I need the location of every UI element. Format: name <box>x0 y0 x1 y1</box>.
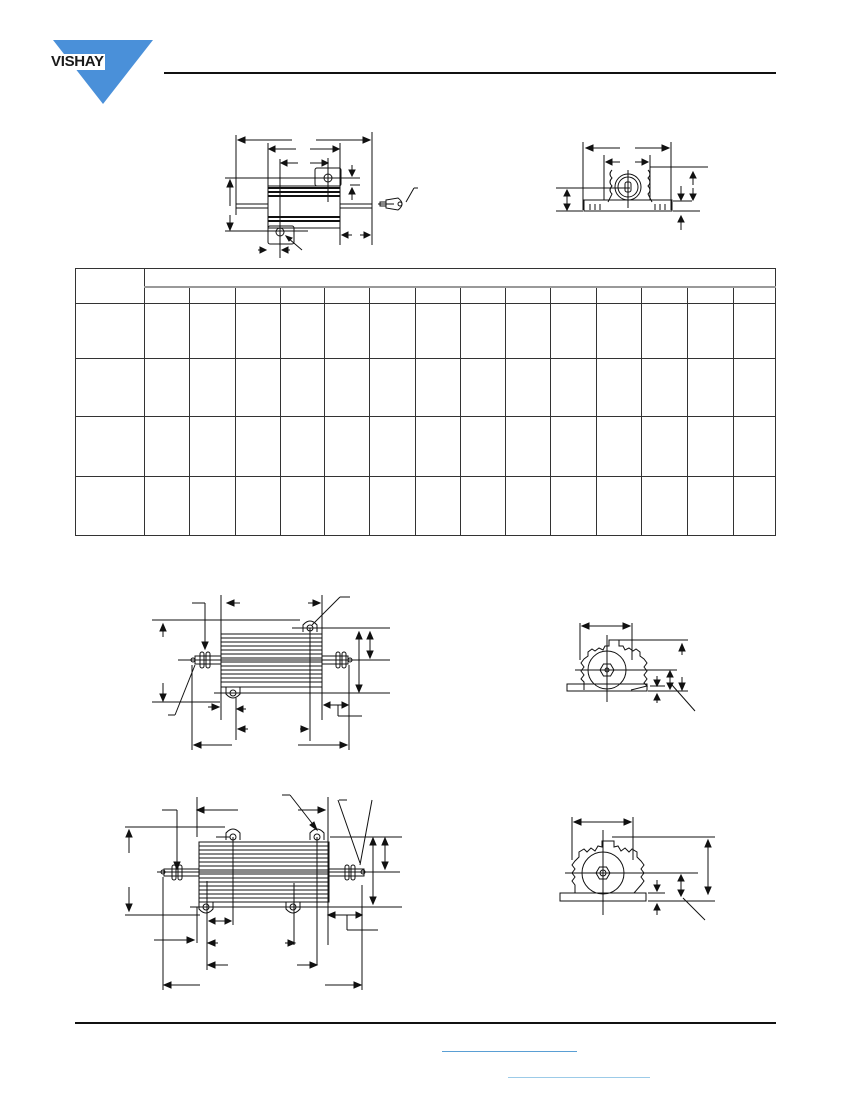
table-cell <box>415 416 461 477</box>
table-header-cell <box>550 286 597 304</box>
table-cell <box>733 303 776 359</box>
table-cell <box>596 303 642 359</box>
table-cell <box>235 416 281 477</box>
table-corner-cell <box>75 268 145 304</box>
table-group-header <box>144 268 776 288</box>
table-cell <box>189 303 236 359</box>
table-cell <box>369 476 416 536</box>
fig-bottom-end-drawing <box>559 817 715 921</box>
table-header-cell <box>324 286 370 304</box>
table-cell <box>596 476 642 536</box>
table-header-row <box>76 286 776 304</box>
table-cell <box>505 358 551 417</box>
table-cell <box>505 476 551 536</box>
table-cell <box>460 303 506 359</box>
table-cell <box>235 358 281 417</box>
table-cell <box>733 476 776 536</box>
table-cell <box>144 303 190 359</box>
table-cell <box>641 476 688 536</box>
table-cell <box>144 476 190 536</box>
table-cell <box>75 416 145 477</box>
table-cell <box>189 476 236 536</box>
table-cell <box>280 358 325 417</box>
table-cell <box>596 416 642 477</box>
table-cell <box>505 303 551 359</box>
table-header-cell <box>144 286 190 304</box>
table-cell <box>687 476 734 536</box>
table-cell <box>235 476 281 536</box>
table-cell <box>596 358 642 417</box>
table-cell <box>189 358 236 417</box>
table-header-cell <box>733 286 776 304</box>
brand-text: VISHAY <box>50 53 105 70</box>
fig-mid-side-drawing <box>152 595 390 750</box>
table-cell <box>550 476 597 536</box>
table-header-cell <box>596 286 642 304</box>
footer-link-2[interactable] <box>508 1077 650 1078</box>
table-row <box>75 416 776 477</box>
table-row <box>75 358 776 417</box>
fig-bottom-side-drawing <box>125 794 402 990</box>
table-cell <box>144 358 190 417</box>
table-cell <box>505 416 551 477</box>
table-cell <box>235 303 281 359</box>
fig-mid-end-drawing <box>566 622 696 712</box>
table-cell <box>369 358 416 417</box>
table-cell <box>550 303 597 359</box>
table-cell <box>324 358 370 417</box>
table-header-cell <box>415 286 461 304</box>
table-cell <box>550 358 597 417</box>
table-header-cell <box>505 286 551 304</box>
footer-link-1[interactable] <box>442 1051 577 1052</box>
table-cell <box>280 476 325 536</box>
table-cell <box>415 476 461 536</box>
table-cell <box>550 416 597 477</box>
vishay-logo: VISHAY <box>48 38 158 106</box>
table-header-cell <box>687 286 734 304</box>
table-header-cell <box>235 286 281 304</box>
table-cell <box>75 303 145 359</box>
table-cell <box>75 476 145 536</box>
table-header-cell <box>641 286 688 304</box>
table-cell <box>324 476 370 536</box>
table-cell <box>324 416 370 477</box>
table-cell <box>189 416 236 477</box>
table-cell <box>369 303 416 359</box>
table-cell <box>369 416 416 477</box>
table-cell <box>687 358 734 417</box>
table-cell <box>641 303 688 359</box>
table-header-cell <box>280 286 325 304</box>
table-cell <box>687 416 734 477</box>
spec-table <box>75 268 776 536</box>
header-rule <box>164 72 776 74</box>
table-row <box>75 303 776 359</box>
table-header-cell <box>189 286 236 304</box>
fig-top-side-drawing <box>225 132 418 258</box>
table-cell <box>733 416 776 477</box>
table-cell <box>415 303 461 359</box>
table-cell <box>687 303 734 359</box>
table-row <box>75 476 776 536</box>
fig-top-end-drawing <box>556 142 708 230</box>
table-header-cell <box>369 286 416 304</box>
footer-rule <box>75 1022 776 1024</box>
table-cell <box>641 416 688 477</box>
table-cell <box>641 358 688 417</box>
table-header-cell <box>460 286 506 304</box>
table-cell <box>144 416 190 477</box>
table-cell <box>460 358 506 417</box>
table-cell <box>460 476 506 536</box>
table-cell <box>280 303 325 359</box>
table-cell <box>75 358 145 417</box>
table-cell <box>460 416 506 477</box>
table-cell <box>415 358 461 417</box>
table-cell <box>324 303 370 359</box>
table-cell <box>733 358 776 417</box>
table-cell <box>280 416 325 477</box>
